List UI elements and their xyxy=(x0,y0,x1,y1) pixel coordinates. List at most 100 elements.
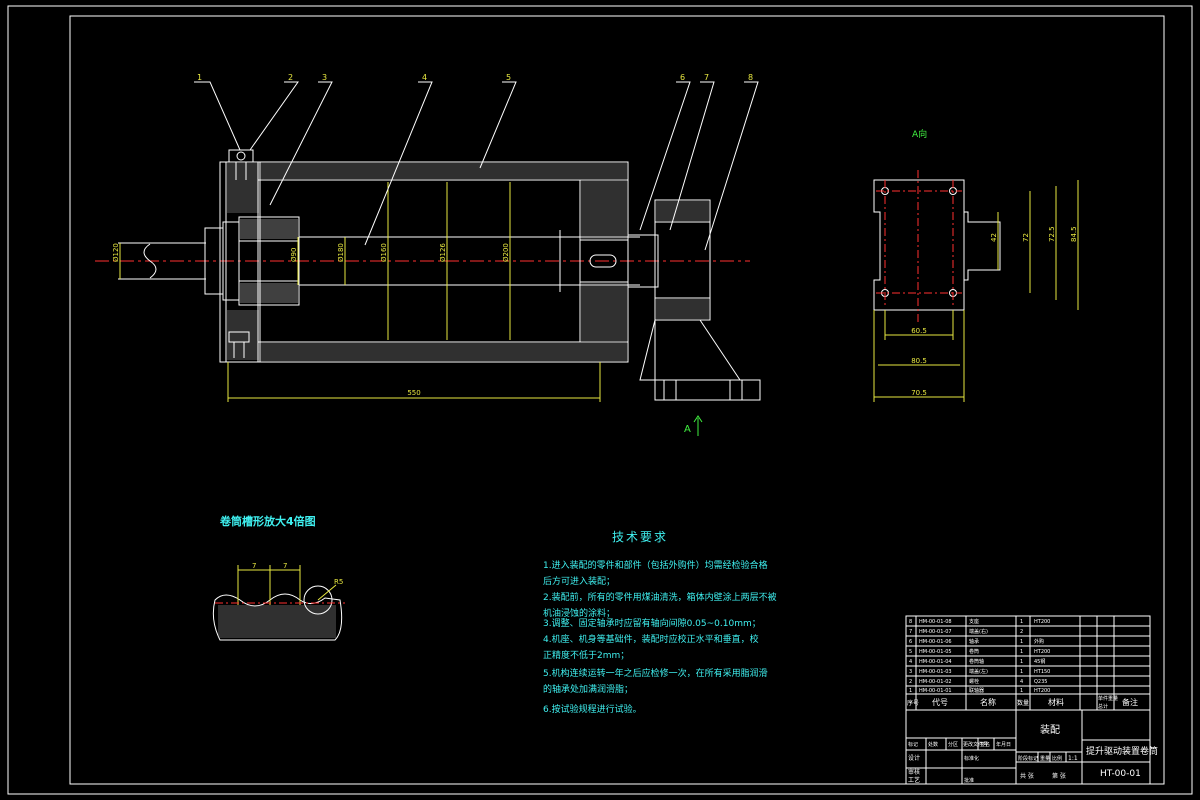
misc-sheet-no: 第 张 xyxy=(1052,772,1066,780)
callout-7: 7 xyxy=(704,73,709,82)
bom-row-3-qty: 1 xyxy=(1020,669,1023,675)
callout-2: 2 xyxy=(288,73,293,82)
dim-d6: Ø200 xyxy=(502,243,510,262)
rev-label-zone: 分区 xyxy=(948,741,958,748)
bom-row-1-name: 联轴器 xyxy=(969,687,984,694)
bom-header-no: 序号 xyxy=(907,699,919,707)
side-label-process: 工艺 xyxy=(908,776,920,784)
callout-6: 6 xyxy=(680,73,685,82)
bom-row-1-no: 1 xyxy=(909,688,912,694)
bom-row-4-mat: 45钢 xyxy=(1034,658,1045,665)
rev-label-date: 年月日 xyxy=(996,741,1011,748)
bom-header-mat: 材料 xyxy=(1048,697,1064,707)
bom-row-2-name: 螺栓 xyxy=(969,678,979,685)
dim-length: 550 xyxy=(407,389,420,397)
right-hub-hatch-top xyxy=(581,181,627,239)
bottom-bolt xyxy=(228,331,250,358)
bom-row-2-no: 2 xyxy=(909,679,912,685)
groove-dims xyxy=(237,565,337,605)
input-shaft xyxy=(118,242,206,280)
dim-w3: 70.5 xyxy=(911,389,927,397)
bom-row-8-name: 支座 xyxy=(969,618,979,625)
rev-label-sign: 签名 xyxy=(980,741,990,748)
groove-dim-1: 7 xyxy=(252,562,256,570)
bom-row-3-name: 端盖(左) xyxy=(969,668,988,675)
groove-dim-2: 7 xyxy=(283,562,287,570)
section-label-a: A xyxy=(684,424,691,435)
tech-line-4: 机油浸蚀的涂料； xyxy=(543,607,615,619)
tech-line-2: 后方可进入装配； xyxy=(543,575,615,587)
misc-sheets-total: 共 张 xyxy=(1020,772,1034,780)
bom-row-5-mat: HT200 xyxy=(1034,649,1050,655)
bom-row-8-code: HM-00-01-08 xyxy=(919,619,952,625)
view-a-centerlines xyxy=(876,170,962,322)
view-a-outline xyxy=(873,179,1001,311)
stage-label-stage: 阶段标记 xyxy=(1018,755,1038,762)
bom-header-qty: 数量 xyxy=(1017,699,1029,707)
groove-hatch xyxy=(218,605,336,638)
side-label-design: 设计 xyxy=(908,754,920,762)
tech-line-7: 正精度不低于2mm； xyxy=(543,649,629,661)
tech-title: 技术要求 xyxy=(612,530,668,544)
tech-line-9: 的轴承处加满润滑脂； xyxy=(543,683,633,695)
callout-5: 5 xyxy=(506,73,511,82)
misc-standard: 标准化 xyxy=(964,755,979,762)
bom-row-6-qty: 1 xyxy=(1020,639,1023,645)
right-hub-hatch-bottom xyxy=(581,283,627,341)
dim-w2: 80.5 xyxy=(911,357,927,365)
tech-requirements: 技术要求 1.进入装配的零件和部件（包括外购件）均需经检验合格 后方可进入装配；… xyxy=(543,530,777,715)
bom-row-8-no: 8 xyxy=(909,619,912,625)
bom-row-5-no: 5 xyxy=(909,649,912,655)
bom-row-7-code: HM-00-01-07 xyxy=(919,629,952,635)
rev-label-docno: 更改文件号 xyxy=(963,741,988,748)
dim-h2: 72 xyxy=(1022,233,1030,242)
dim-d1: Ø120 xyxy=(112,243,120,262)
rev-label-mark: 标记 xyxy=(908,741,918,748)
bom-row-4-qty: 1 xyxy=(1020,659,1023,665)
side-label-review: 审核 xyxy=(908,768,920,776)
bom-row-7-qty: 2 xyxy=(1020,629,1023,635)
view-a-dimensions xyxy=(873,180,1079,402)
view-a: A向 60 xyxy=(873,128,1079,402)
callout-1: 1 xyxy=(197,73,202,82)
tech-line-3: 2.装配前，所有的零件用煤油清洗，箱体内壁涂上两层不被 xyxy=(543,591,777,603)
title-block: 8 HM-00-01-08 支座 1 HT200 7 HM-00-01-07 端… xyxy=(905,615,1158,785)
groove-circle xyxy=(303,585,333,615)
view-a-label: A向 xyxy=(912,128,927,140)
bom-row-5-code: HM-00-01-05 xyxy=(919,649,952,655)
bom-row-6-name: 轴承 xyxy=(969,638,979,645)
support-hatch xyxy=(656,201,709,221)
bom-row-3-no: 3 xyxy=(909,669,912,675)
bom-row-5-qty: 1 xyxy=(1020,649,1023,655)
assembly-label: 装配 xyxy=(1040,723,1060,736)
bearing-support xyxy=(627,199,761,401)
bom-header-code: 代号 xyxy=(932,697,948,707)
tech-line-10: 6.按试验规程进行试验。 xyxy=(543,703,642,715)
tech-line-8: 5.机构连续运转一年之后应检修一次，在所有采用脂润滑 xyxy=(543,667,768,679)
drum-wall-hatch-bottom xyxy=(259,343,627,361)
left-cap-hatch-bottom xyxy=(227,310,259,360)
tech-line-6: 4.机座、机身等基础件，装配时应校正水平和垂直，校 xyxy=(543,633,759,645)
bom-row-5-name: 卷筒 xyxy=(969,648,979,655)
bom-row-4-code: HM-00-01-04 xyxy=(919,659,952,665)
main-dimensions xyxy=(119,182,601,402)
tech-line-1: 1.进入装配的零件和部件（包括外购件）均需经检验合格 xyxy=(543,559,768,571)
main-section-view: 550 Ø120 Ø90 Ø180 Ø160 Ø126 Ø200 1 2 3 4… xyxy=(95,73,761,436)
bom-header-name: 名称 xyxy=(980,697,996,707)
stage-label-scale: 比例 xyxy=(1052,755,1062,762)
drawing-number: HT-00-01 xyxy=(1100,769,1141,779)
drawing-frame xyxy=(7,5,1193,795)
bom-row-6-code: HM-00-01-06 xyxy=(919,639,952,645)
left-cap-hatch-top xyxy=(227,163,259,213)
callout-4: 4 xyxy=(422,73,427,82)
coupling xyxy=(204,216,300,306)
section-arrow xyxy=(693,415,703,436)
bom-row-2-mat: Q235 xyxy=(1034,679,1047,685)
bom-row-7-no: 7 xyxy=(909,629,912,635)
bom-header-remark: 备注 xyxy=(1122,697,1138,707)
dim-d2: Ø90 xyxy=(290,248,298,262)
title-block-grid xyxy=(905,615,1151,785)
callout-3: 3 xyxy=(322,73,327,82)
support-hatch-2 xyxy=(656,299,709,319)
